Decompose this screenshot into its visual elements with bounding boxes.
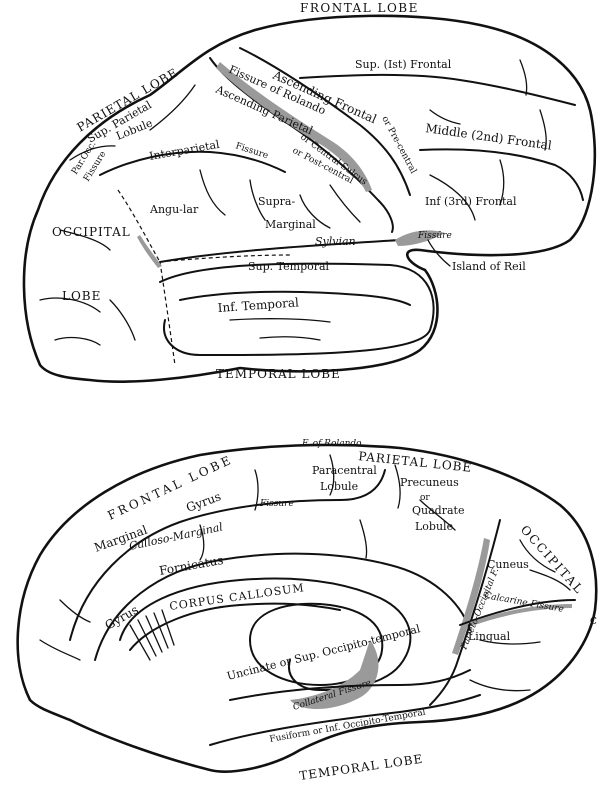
island-of-reil-label: Island of Reil [452, 260, 526, 273]
paracentral-label: Paracentral [312, 464, 377, 477]
sylvian-label: Sylvian [315, 235, 356, 248]
uncinate-label: Uncinate or Sup. Occipito-temporal [226, 622, 422, 683]
lateral-occipital-lobe-label: LOBE [62, 289, 101, 303]
gyrus-fornicatus-label: Fornicatus [158, 553, 224, 578]
marginal-label: Marginal [265, 218, 316, 231]
lateral-view-diagram: FRONTAL LOBE PARIETAL LOBE OCCIPITAL LOB… [24, 1, 595, 382]
medial-view-diagram: FRONTAL LOBE PARIETAL LOBE OCCIPITAL TEM… [18, 439, 597, 783]
sup-temporal-label: Sup. Temporal [248, 260, 330, 273]
f-of-rolando-label: F. of Rolando [301, 439, 362, 449]
precuneus-or-label: or [420, 493, 430, 503]
inf-frontal-label: Inf (3rd) Frontal [425, 195, 517, 208]
middle-frontal-label: Middle (2nd) Frontal [425, 121, 553, 153]
precuneus-label: Precuneus [400, 476, 459, 489]
quadrate-lobule-label: Lobule [415, 520, 453, 533]
lingual-label: Lingual [468, 630, 511, 643]
medial-temporal-lobe-label: TEMPORAL LOBE [298, 752, 424, 783]
pre-central-label: or Pre-central [379, 115, 418, 176]
inf-temporal-label: Inf. Temporal [217, 295, 299, 315]
parieto-occipital-fissure-line [430, 520, 500, 705]
sup-frontal-label: Sup. (Ist) Frontal [355, 58, 452, 71]
lateral-temporal-lobe-label: TEMPORAL LOBE [216, 367, 341, 381]
sylvian-fissure-line [160, 232, 440, 262]
angular-label: Angu-lar [149, 203, 199, 216]
fornix-curve [130, 604, 340, 650]
interparietal-label: Interparietal [148, 138, 221, 163]
fissure-label: Fissure [259, 499, 294, 509]
supra-label: Supra- [258, 195, 295, 208]
lateral-frontal-lobe-label: FRONTAL LOBE [300, 1, 419, 15]
gyrus-fornicatus-gyrus-label: Gyrus [103, 602, 141, 632]
cut-c-label: C [590, 617, 597, 627]
inferior-frontal-sulcus [420, 149, 583, 200]
cuneus-label: Cuneus [487, 558, 529, 571]
lateral-occipital-label: OCCIPITAL [52, 225, 131, 239]
corpus-callosum-label: CORPUS CALLOSUM [169, 581, 306, 613]
quadrate-label: Quadrate [412, 504, 464, 517]
sylvian-fissure-label: Fissure [417, 231, 452, 241]
paracentral-lobule-label: Lobule [320, 480, 358, 493]
